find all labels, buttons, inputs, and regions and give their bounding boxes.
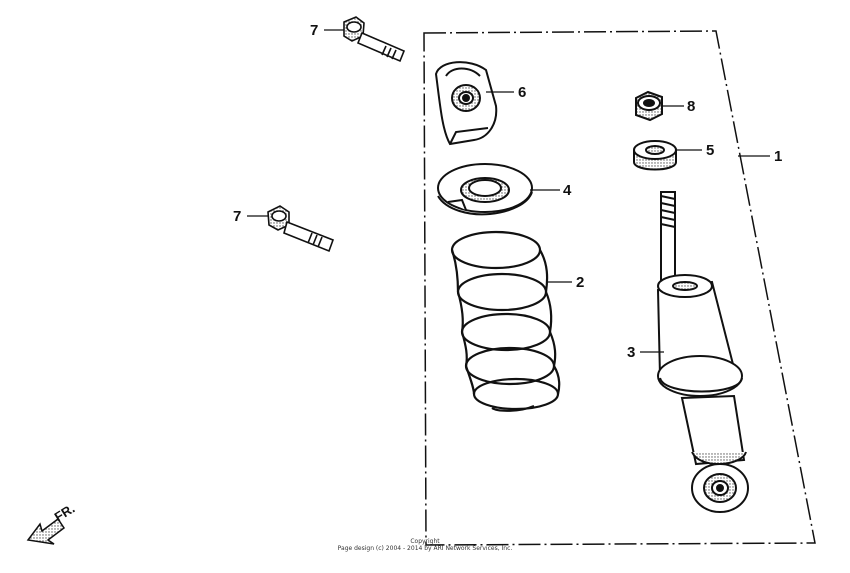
callout-4[interactable]: 4 (563, 182, 572, 199)
callout-8[interactable]: 8 (687, 98, 695, 115)
leader-lines (247, 29, 770, 353)
coil-spring[interactable] (450, 230, 561, 412)
assembly-outline (423, 30, 816, 546)
callout-7-upper[interactable]: 7 (310, 22, 318, 39)
bolt-upper[interactable] (343, 16, 406, 63)
bolt-lower[interactable] (267, 205, 335, 253)
spring-seat[interactable] (437, 163, 533, 216)
callout-2[interactable]: 2 (576, 274, 584, 291)
callout-7-lower[interactable]: 7 (233, 208, 241, 225)
rubber-bushing[interactable] (633, 140, 677, 171)
self-lock-nut[interactable] (635, 90, 663, 122)
callout-5[interactable]: 5 (706, 142, 714, 159)
upper-mount-bracket[interactable] (434, 61, 498, 146)
copyright-line-1: Copyright (410, 538, 440, 545)
front-direction-arrow-icon: FR. (26, 501, 77, 545)
callout-3[interactable]: 3 (627, 344, 635, 361)
shock-damper[interactable] (656, 191, 749, 513)
callout-1[interactable]: 1 (774, 148, 782, 165)
callout-6[interactable]: 6 (518, 84, 526, 101)
copyright-line-2: Page design (c) 2004 - 2014 by ARI Netwo… (337, 545, 513, 552)
